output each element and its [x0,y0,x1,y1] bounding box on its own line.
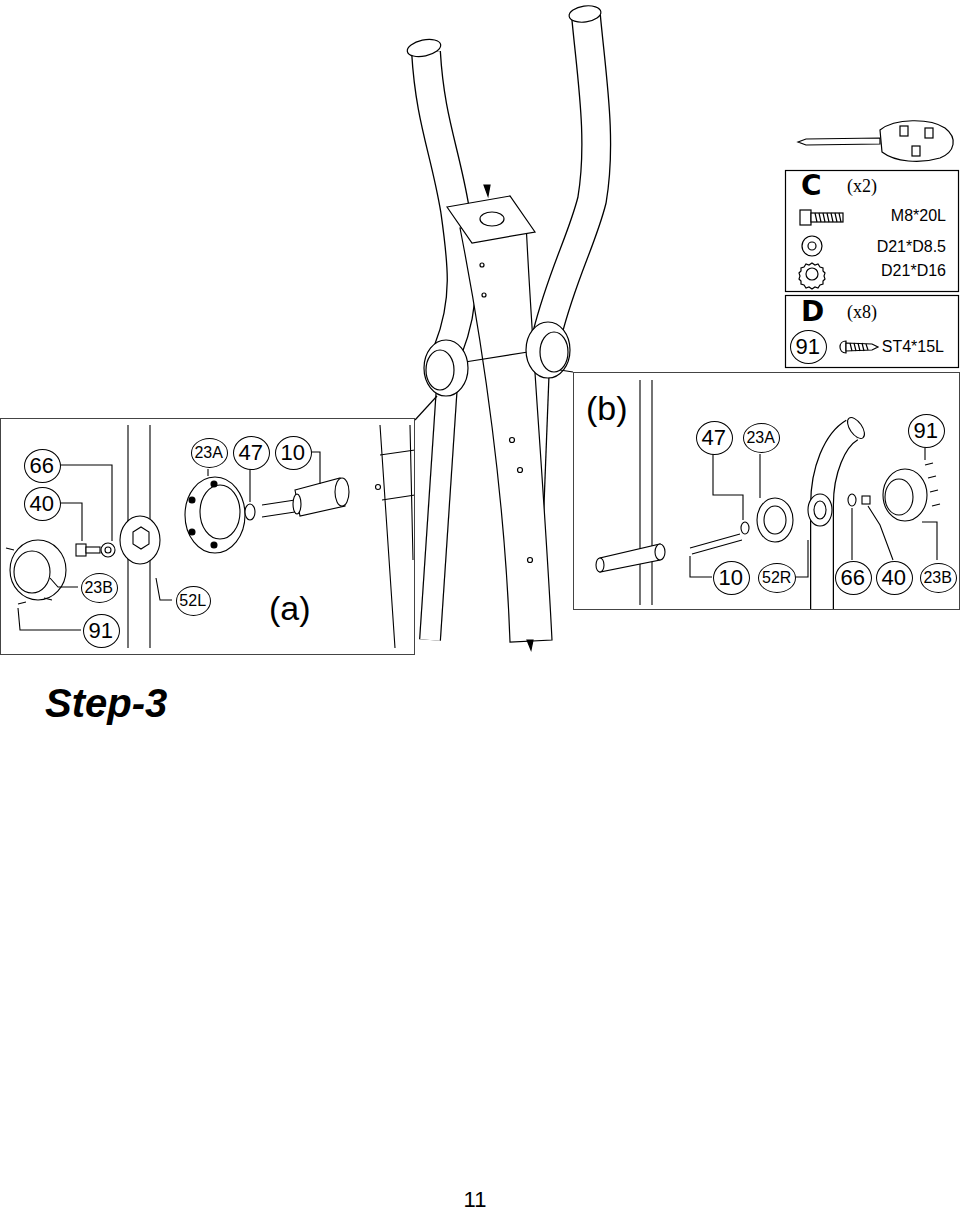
parts-box: C (x2) M8*20L D21*D8.5D21*D16 [785,170,960,292]
callout-circle: 66 [835,561,872,595]
pack-letter: C [801,172,822,200]
callout-circle: 40 [876,561,913,595]
detail-a-drawing [0,418,415,655]
callout-number: 23A [746,430,774,446]
callout-number: 52L [179,593,206,609]
part-spec: D21*D8.5 [877,239,946,255]
parts-box: D (x8) ST4*15L 91 [785,295,960,368]
callout-number: 91 [913,420,937,442]
callout-number: 52R [762,570,791,586]
panel-label: (b) [586,391,628,425]
callout-number: 23B [923,570,951,586]
callout-circle: 10 [713,561,750,595]
callout-number: 23B [84,580,112,596]
callout-circle: 52L [176,586,211,616]
parts-box-frames [786,171,959,368]
callout-number: 10 [718,567,742,589]
callout-circle: 23B [920,563,957,593]
callout-circle: 40 [24,487,61,521]
panel-label: (a) [269,591,311,625]
step-title: Step-3 [45,683,167,723]
callout-circle: 10 [275,436,312,470]
callout-circle: 23A [743,423,780,453]
callout-number: 10 [280,442,304,464]
callout-number: 47 [238,442,262,464]
part-spec: D21*D16 [881,263,946,279]
callout-number: 40 [881,567,905,589]
callout-circle: 52R [758,563,796,593]
quantity: (x8) [847,303,877,321]
callout-circle: 23B [81,573,118,603]
part-spec: M8*20L [891,208,946,224]
callout-circle: 23A [191,438,228,468]
callout-circle: 91 [83,614,120,648]
detail-panel: (a) 66 40 23B 91 23A 47 10 52L [0,418,415,655]
detail-panel: (b) 47 23A 91 10 52R 66 40 23B [573,372,960,610]
page-number: 11 [464,1189,487,1211]
callout-circle: 91 [908,414,945,448]
callout-circle: 47 [233,436,270,470]
callout-circle: 47 [696,421,733,455]
callout-number: 23A [194,445,222,461]
callout-circle: 91 [790,330,827,364]
callout-number: 91 [795,336,819,358]
quantity: (x2) [847,177,877,195]
callout-number: 66 [840,567,864,589]
callout-number: 66 [29,455,53,477]
callout-circle: 66 [24,449,61,483]
pack-letter: D [801,298,824,326]
callout-number: 47 [701,427,725,449]
callout-number: 40 [29,493,53,515]
detail-b-drawing [573,372,960,610]
tool-drawing [798,121,953,162]
part-spec: ST4*15L [882,339,944,355]
callout-number: 91 [88,620,112,642]
